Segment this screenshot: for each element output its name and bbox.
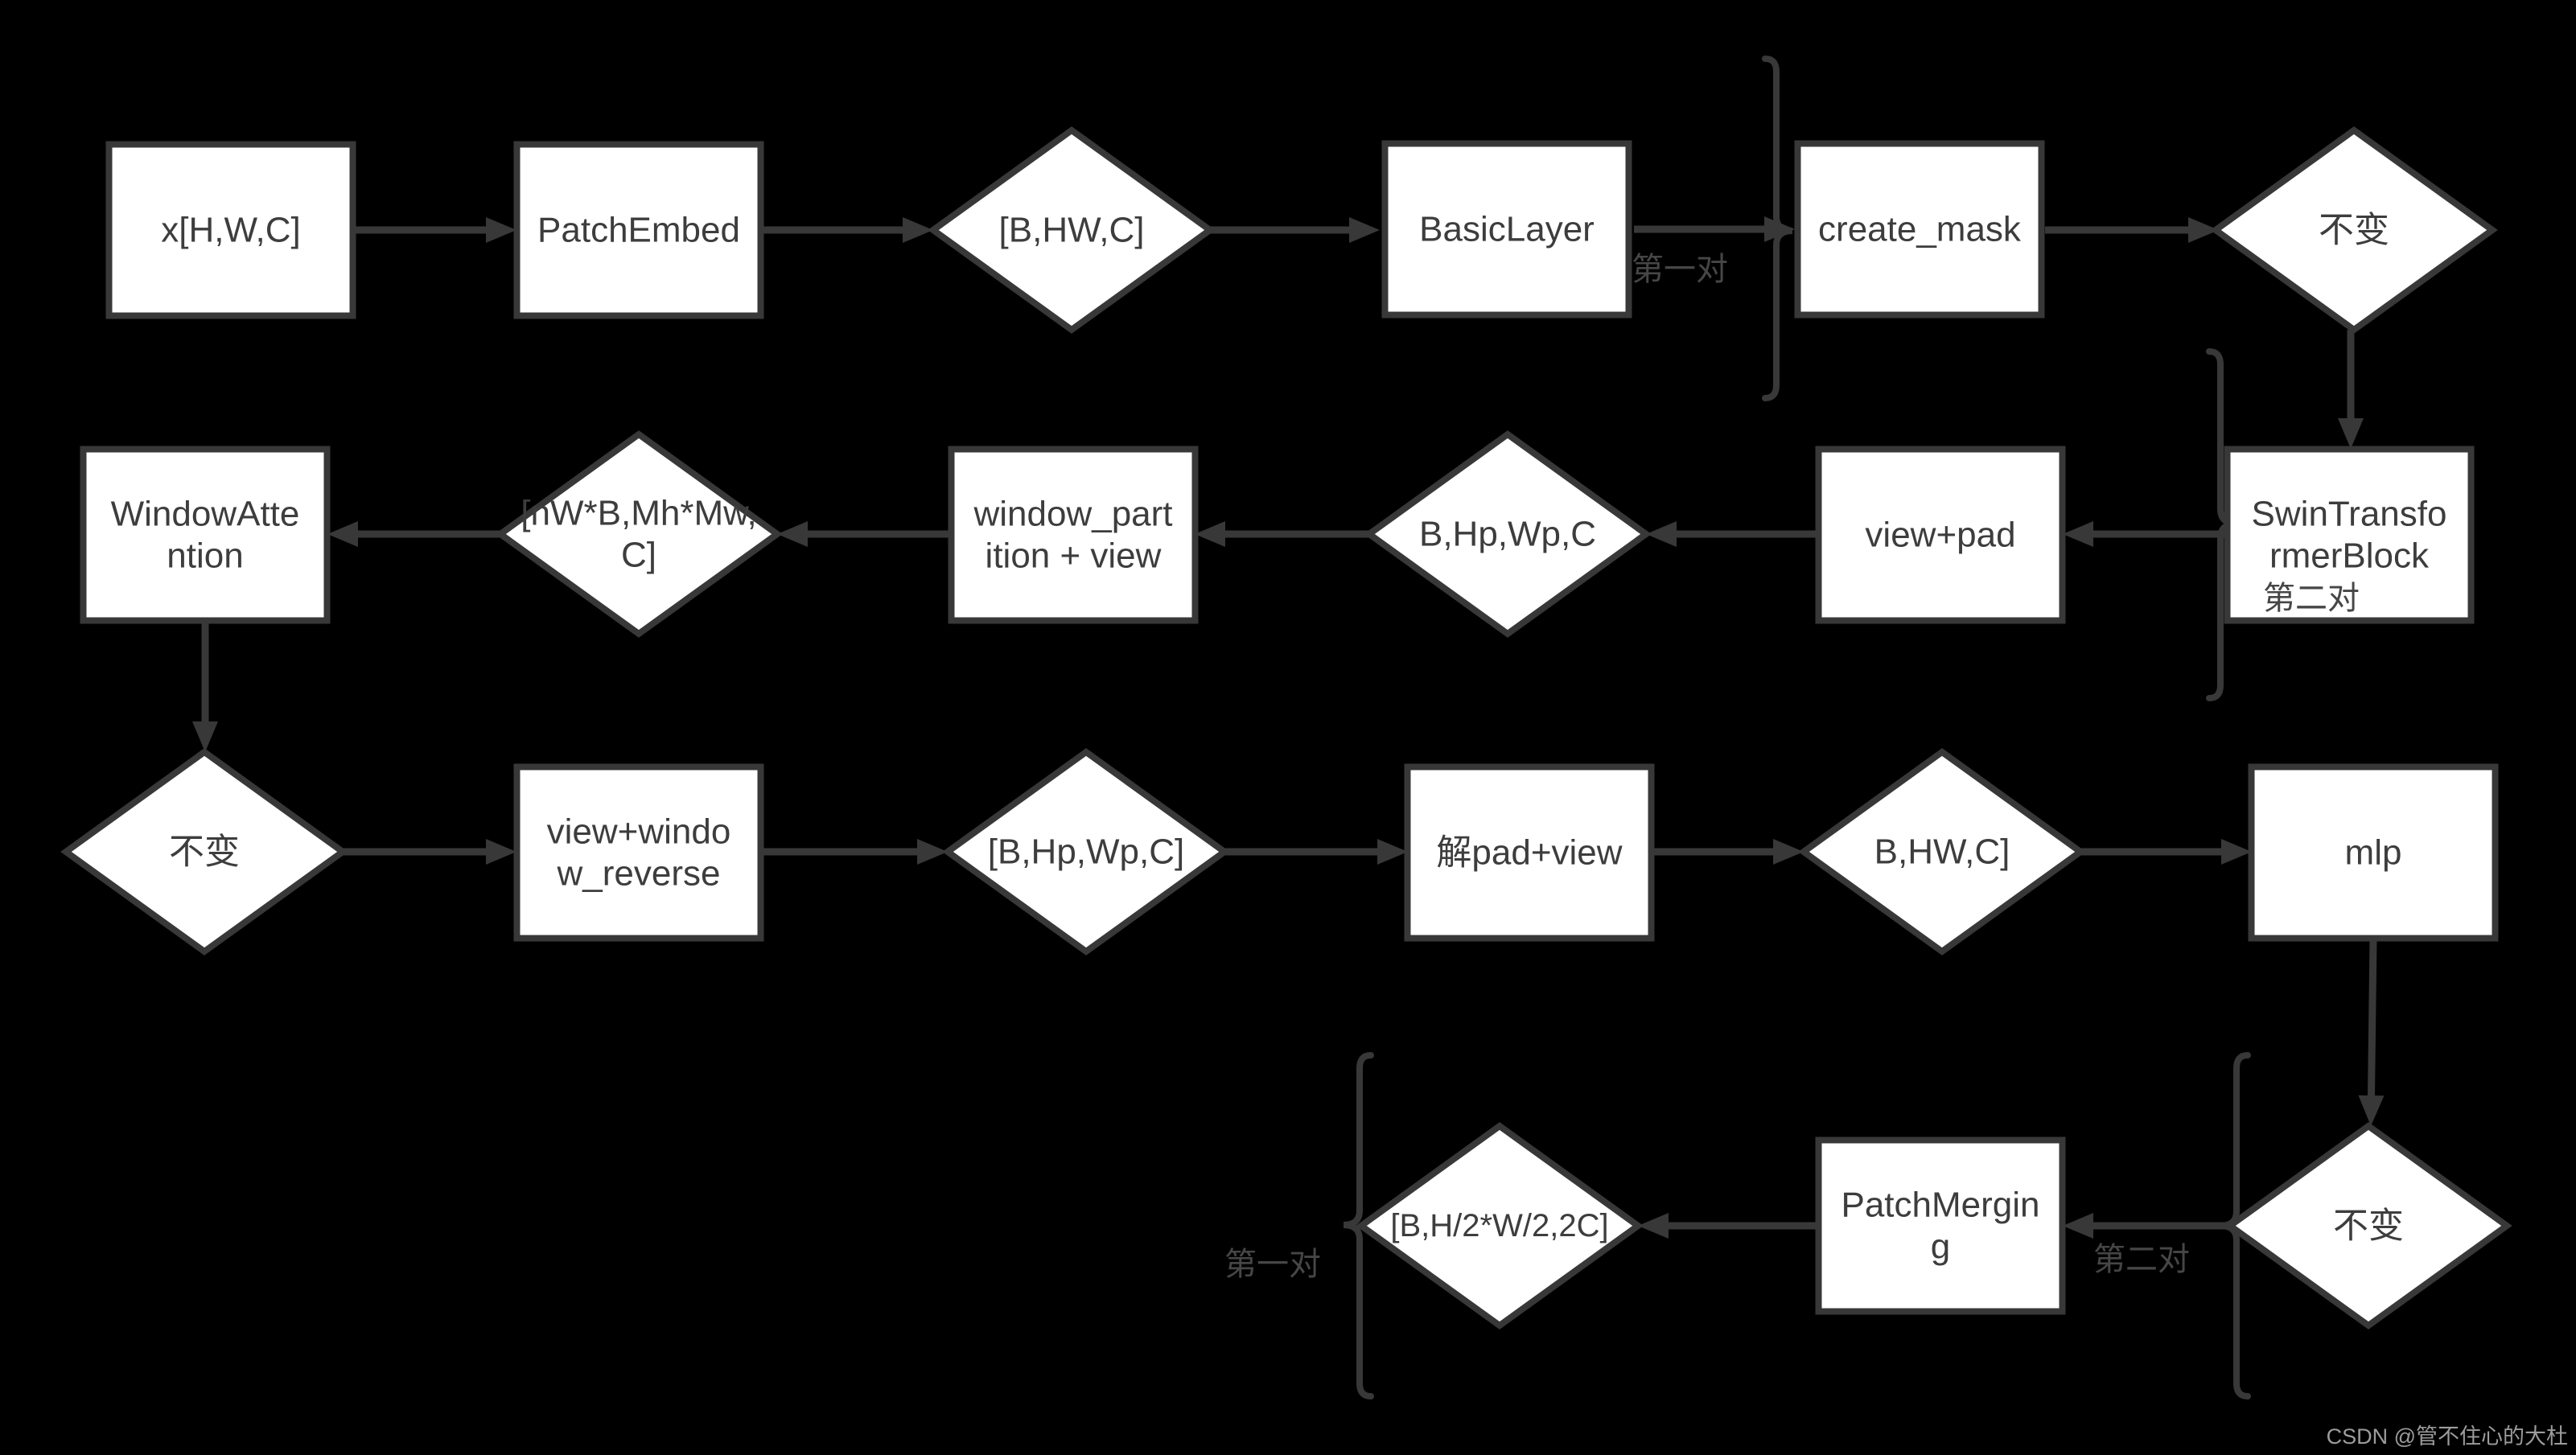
arrowhead-patchmerge-to-bh2w2 [1638, 1213, 1669, 1239]
arrowhead-bhpwpc-to-windowpart [1195, 521, 1225, 547]
node-label-b-h2-w2-2c: [B,H/2*W/2,2C] [1390, 1208, 1608, 1243]
node-label-window-attention: ntion [167, 536, 243, 576]
node-b-hw-c-1 [928, 126, 1216, 334]
node-window-partition [948, 446, 1199, 624]
node-label-view-window-reverse: view+windo [547, 812, 731, 852]
node-unchanged-2 [60, 748, 348, 956]
arrowhead-bhpwpc2-to-unpad [1377, 839, 1408, 865]
node-label-unchanged-3: 不变 [2333, 1206, 2404, 1246]
arrowhead-viewpad-to-bhpwpc [1646, 521, 1677, 547]
node-label-nwb-mhmw-c: C] [621, 536, 656, 575]
arrowhead-unchanged1-to-swinblock [2338, 418, 2364, 449]
label-pair2-top-label: 第二对 [2263, 581, 2360, 616]
node-label-unpad-view: 解pad+view [1436, 833, 1622, 873]
node-label-unchanged-2: 不变 [169, 832, 240, 872]
arrowhead-unpad-to-bhwc2 [1773, 839, 1804, 865]
edge-mlp-to-unchanged3 [2367, 938, 2377, 1096]
arrowhead-patchembed-to-bhwc [903, 217, 933, 243]
brace-pair2-bottom [2220, 1052, 2251, 1400]
node-create-mask [1794, 140, 2045, 319]
brace-pair1-open [1762, 55, 1793, 401]
node-label-basic-layer: BasicLayer [1419, 210, 1595, 249]
node-mlp [2248, 763, 2499, 942]
node-unpad-view [1404, 763, 1655, 942]
arrowhead-bhwc2-to-mlp [2221, 839, 2252, 865]
node-x-input [105, 141, 356, 319]
label-pair1-bottom-label: 第一对 [1224, 1247, 1321, 1282]
node-label-b-hw-c-2: B,HW,C] [1874, 832, 2010, 872]
node-label-window-partition: window_part [973, 495, 1172, 534]
node-label-nwb-mhmw-c: [nW*B,Mh*Mw, [521, 494, 756, 533]
node-basic-layer [1381, 140, 1632, 319]
arrowhead-viewreverse-to-bhpwpc2 [917, 839, 948, 865]
node-window-attention [80, 446, 331, 624]
node-view-pad [1815, 446, 2066, 624]
node-patch-embed [513, 141, 764, 319]
node-nwb-mhmw-c [495, 430, 783, 638]
node-b-hp-wp-c-2 [942, 748, 1230, 956]
label-pair1-top-label: 第一对 [1632, 252, 1728, 287]
arrowhead-x-to-patchembed [486, 217, 516, 243]
node-view-window-reverse [513, 763, 764, 942]
node-swin-transformer-block [2224, 446, 2475, 624]
label-pair2-bottom-label: 第二对 [2093, 1242, 2190, 1277]
arrowhead-bhwc-to-basiclayer [1349, 217, 1380, 243]
node-label-patch-embed: PatchEmbed [537, 211, 740, 250]
node-label-view-window-reverse: w_reverse [557, 854, 721, 894]
node-patch-merging [1815, 1136, 2066, 1315]
node-label-window-attention: WindowAtte [111, 495, 300, 534]
node-label-b-hp-wp-c: B,Hp,Wp,C [1419, 515, 1596, 554]
arrowhead-windowpart-to-nwb [777, 521, 808, 547]
node-label-unchanged-1: 不变 [2319, 211, 2389, 250]
arrowhead-unchanged3-to-patchmerge [2063, 1213, 2093, 1239]
node-label-mlp: mlp [2345, 833, 2402, 873]
arrowhead-unchanged2-to-viewreverse [486, 839, 516, 865]
arrowhead-mlp-to-unchanged3 [2358, 1095, 2385, 1126]
arrowhead-windowattn-to-unchanged2 [192, 721, 218, 752]
node-label-swin-transformer-block: rmerBlock [2269, 536, 2430, 576]
node-b-hp-wp-c [1364, 430, 1652, 638]
node-label-patch-merging: PatchMergin [1841, 1186, 2039, 1225]
arrowhead-nwb-to-windowattn [327, 521, 358, 547]
node-label-create-mask: create_mask [1818, 210, 2022, 249]
node-label-swin-transformer-block: SwinTransfo [2252, 495, 2447, 534]
node-label-x-input: x[H,W,C] [161, 211, 301, 250]
node-unchanged-3 [2224, 1122, 2512, 1330]
watermark-text: CSDN @管不住心的大杜 [2327, 1424, 2568, 1449]
brace-pair1-bottom [1343, 1052, 1374, 1400]
node-label-patch-merging: g [1931, 1227, 1950, 1267]
node-unchanged-1 [2210, 126, 2498, 334]
node-label-window-partition: ition + view [986, 536, 1162, 576]
node-label-view-pad: view+pad [1865, 516, 2015, 555]
node-b-hw-c-2 [1798, 748, 2086, 956]
arrowhead-createmask-to-unchanged1 [2188, 217, 2219, 243]
arrowhead-swinblock-to-viewpad [2063, 521, 2093, 547]
node-label-b-hp-wp-c-2: [B,Hp,Wp,C] [988, 832, 1185, 872]
node-b-h2-w2-2c [1356, 1122, 1644, 1330]
node-label-b-hw-c-1: [B,HW,C] [999, 211, 1145, 250]
